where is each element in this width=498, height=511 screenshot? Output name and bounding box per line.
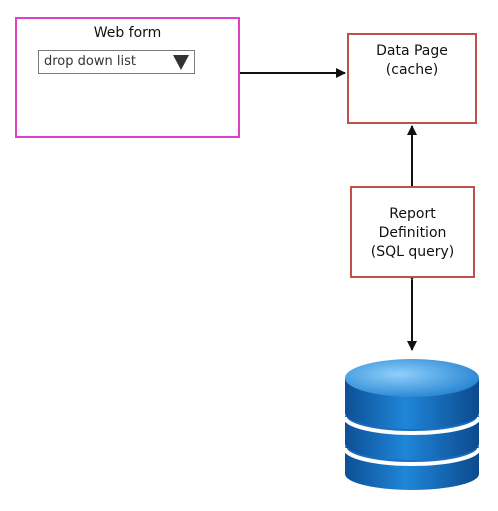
report-definition-label-line3: (SQL query) — [370, 244, 455, 260]
dropdown-arrow-icon[interactable] — [173, 55, 189, 70]
report-definition-label-line2: Definition — [378, 225, 447, 241]
data-page-sublabel: (cache) — [385, 62, 439, 78]
report-definition-box: Report Definition (SQL query) — [350, 186, 475, 278]
dropdown-value: drop down list — [44, 54, 136, 69]
data-page-label: Data Page — [376, 43, 448, 59]
web-form-title: Web form — [93, 25, 162, 41]
dropdown-list[interactable]: drop down list — [38, 50, 195, 74]
web-form-box: Web form drop down list — [15, 17, 240, 138]
report-definition-label-line1: Report — [389, 206, 436, 222]
data-page-box: Data Page (cache) — [347, 33, 477, 124]
database-icon — [343, 359, 481, 490]
